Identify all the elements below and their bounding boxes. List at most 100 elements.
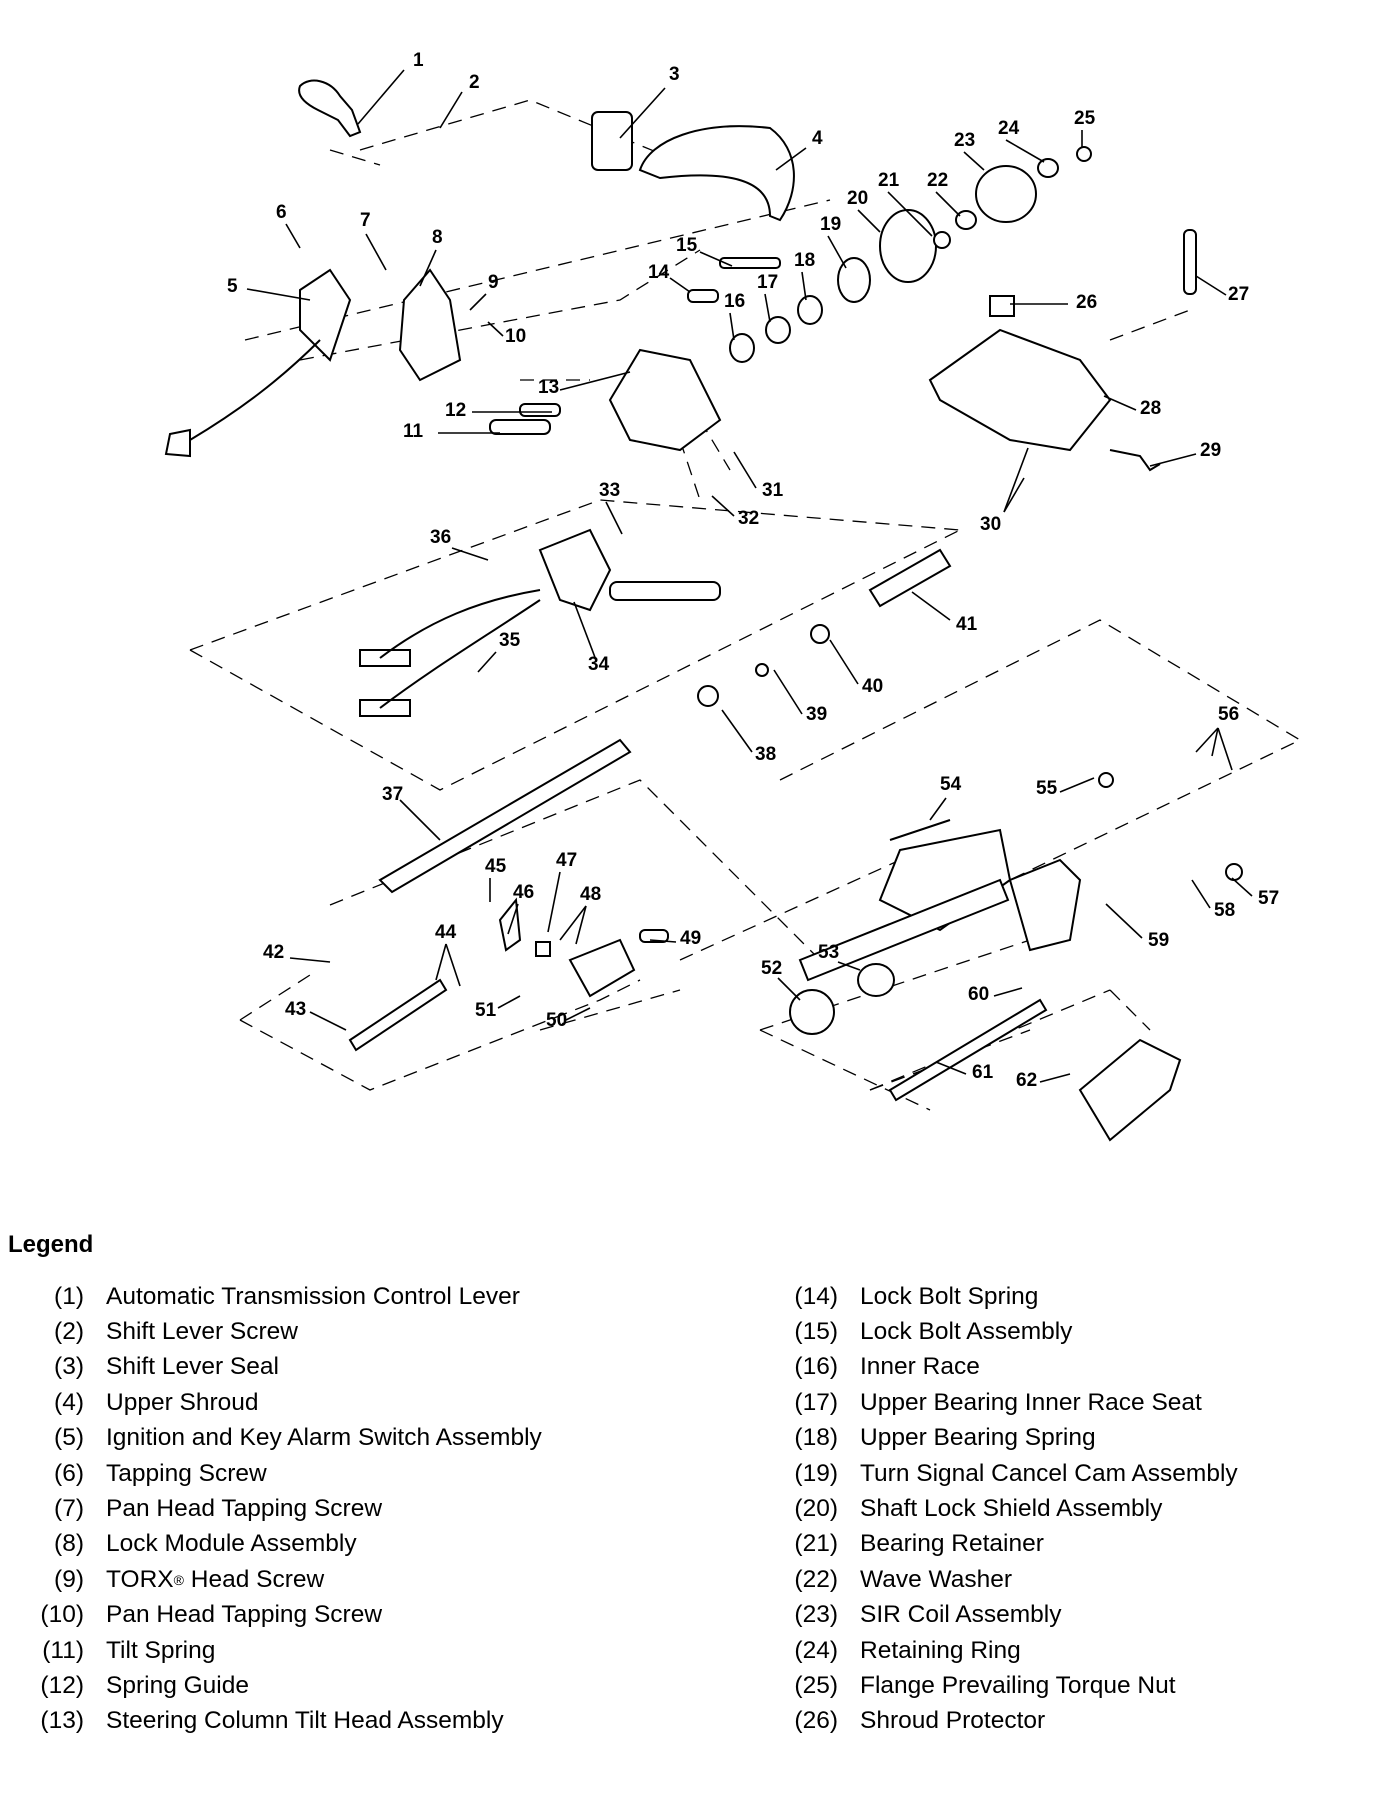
leader-40 [829, 639, 859, 685]
leader-10 [487, 321, 504, 337]
leader-lines [246, 69, 1253, 1083]
leader-59 [1105, 903, 1143, 939]
callout-24: 24 [998, 118, 1020, 139]
part-53 [857, 963, 895, 997]
leader-24 [1005, 139, 1045, 163]
upper-shroud [638, 125, 795, 222]
race-seat [765, 316, 791, 344]
guide-line [359, 99, 701, 171]
leader-48 [575, 905, 587, 945]
legend-item: (20)Shaft Lock Shield Assembly [794, 1495, 1163, 1523]
leader-29 [1149, 453, 1197, 467]
callout-11: 11 [403, 421, 424, 442]
legend-item: (8)Lock Module Assembly [54, 1530, 357, 1558]
legend-item: (25)Flange Prevailing Torque Nut [794, 1671, 1176, 1699]
callout-6: 6 [276, 202, 287, 223]
leader-16 [729, 312, 735, 341]
legend-item: (24)Retaining Ring [794, 1636, 1021, 1664]
callout-32: 32 [738, 508, 759, 529]
legend-item: (9)TORX® Head Screw [54, 1565, 325, 1593]
ignition-switch [299, 268, 352, 362]
callout-18: 18 [794, 250, 815, 271]
guide-line [679, 859, 901, 961]
leader-35 [477, 651, 497, 673]
callout-8: 8 [432, 227, 443, 248]
legend-item: (16)Inner Race [794, 1353, 980, 1381]
legend-item: (22)Wave Washer [794, 1565, 1013, 1593]
guide-line [779, 619, 1302, 881]
leader-54 [929, 797, 947, 821]
part-52 [789, 989, 835, 1035]
callout-31: 31 [762, 480, 784, 501]
guide-line [759, 1029, 931, 1111]
callout-16: 16 [724, 291, 745, 312]
leader-57 [1231, 877, 1253, 897]
harness-plug [359, 699, 411, 717]
callout-10: 10 [505, 326, 526, 347]
legend-item: (19)Turn Signal Cancel Cam Assembly [794, 1459, 1238, 1487]
boot-62 [1078, 1038, 1182, 1142]
leader-62 [1039, 1073, 1071, 1083]
intermediate-shaft [888, 998, 1048, 1102]
guide-line [539, 989, 681, 1031]
part-39 [755, 663, 769, 677]
parts-drawing [164, 79, 1243, 1142]
guide-line [869, 989, 1111, 1091]
leader-5 [246, 288, 311, 301]
retaining-ring [1037, 158, 1059, 178]
upper-shaft [868, 548, 952, 608]
guide-line [1109, 309, 1191, 341]
callout-62: 62 [1016, 1070, 1037, 1091]
leader-34 [573, 601, 597, 661]
legend-item: (13)Steering Column Tilt Head Assembly [40, 1707, 504, 1735]
legend-item: (3)Shift Lever Seal [54, 1353, 279, 1381]
shroud-protector [989, 295, 1015, 317]
legend-item: (26)Shroud Protector [794, 1707, 1046, 1735]
callout-4: 4 [812, 128, 823, 149]
leader-6 [285, 223, 301, 249]
legend-item: (5)Ignition and Key Alarm Switch Assembl… [54, 1424, 542, 1452]
callout-25: 25 [1074, 108, 1096, 129]
guide-line [239, 979, 641, 1091]
guide-line [329, 779, 821, 961]
bearing-spring [797, 295, 823, 325]
multifunction-switch [538, 528, 612, 612]
leader-51 [497, 995, 521, 1009]
sir-coil [975, 165, 1037, 223]
steering-shaft [378, 738, 632, 894]
wire-harness [189, 339, 321, 441]
harness-plug [359, 649, 411, 667]
callout-57: 57 [1258, 888, 1279, 909]
callout-41: 41 [956, 614, 978, 635]
callout-42: 42 [263, 942, 284, 963]
leader-36 [451, 547, 489, 561]
shift-lever-seal [591, 111, 633, 171]
leader-14 [669, 277, 691, 293]
callout-13: 13 [538, 377, 559, 398]
control-lever [298, 79, 362, 138]
pin-27 [1183, 229, 1197, 295]
callout-55: 55 [1036, 778, 1058, 799]
callout-34: 34 [588, 654, 610, 675]
leader-21 [887, 191, 933, 237]
callout-36: 36 [430, 527, 451, 548]
leader-52 [777, 977, 801, 1001]
cable-bracket [348, 978, 448, 1052]
tilt-spring [489, 419, 551, 435]
callout-29: 29 [1200, 440, 1221, 461]
callout-2: 2 [469, 72, 480, 93]
guide-line [299, 249, 701, 361]
leader-2 [439, 91, 463, 129]
legend-item: (15)Lock Bolt Assembly [794, 1318, 1073, 1346]
legend-item: (1)Automatic Transmission Control Lever [54, 1282, 520, 1310]
legend-item: (12)Spring Guide [40, 1671, 250, 1699]
leader-50 [565, 1007, 591, 1021]
callout-5: 5 [227, 276, 238, 297]
part-38 [697, 685, 719, 707]
callout-39: 39 [806, 704, 827, 725]
leader-19 [827, 235, 847, 269]
leader-42 [289, 957, 331, 963]
lock-shield [879, 209, 937, 283]
leader-55 [1059, 777, 1095, 793]
switch-stalk [609, 581, 721, 601]
